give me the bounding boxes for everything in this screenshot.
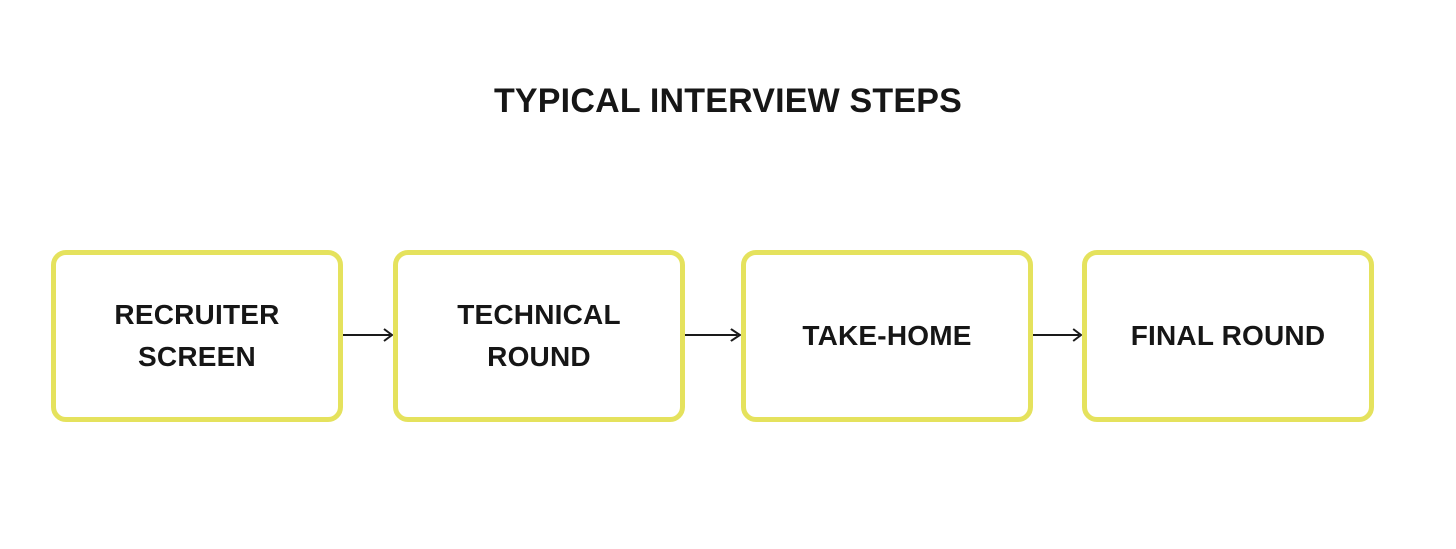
flow-arrow-icon: [343, 326, 393, 344]
step-box-technical-round: TECHNICAL ROUND: [393, 250, 685, 422]
diagram-title: TYPICAL INTERVIEW STEPS: [493, 82, 963, 120]
step-box-final-round: FINAL ROUND: [1082, 250, 1374, 422]
step-label: TAKE-HOME: [802, 320, 972, 351]
step-label: FINAL ROUND: [1130, 320, 1326, 351]
flow-arrow-icon: [685, 326, 741, 344]
step-box-recruiter-screen: RECRUITER SCREEN: [51, 250, 343, 422]
step-label: TECHNICAL ROUND: [457, 299, 621, 372]
flow-arrow-icon: [1033, 326, 1082, 344]
step-label: RECRUITER SCREEN: [114, 299, 280, 372]
step-box-take-home: TAKE-HOME: [741, 250, 1033, 422]
